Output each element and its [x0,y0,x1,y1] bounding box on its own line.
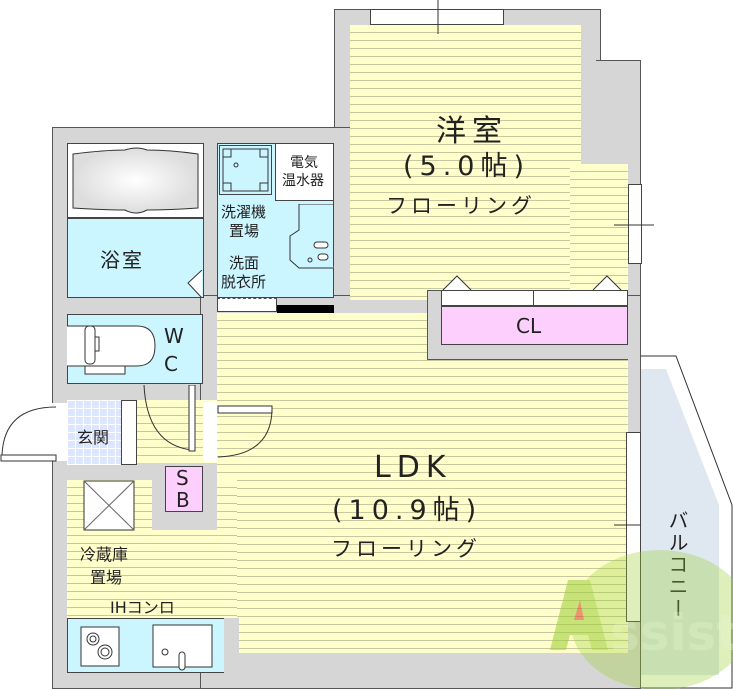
water-heater-label-2: 温水器 [282,173,324,189]
fridge-space-icon [83,480,135,531]
window-right-mark [614,224,654,226]
floor-western-room [350,25,581,300]
window-right [628,184,642,264]
window-top-mark [437,0,439,34]
water-heater [275,143,334,201]
washroom-label-3: 洗面 [229,254,260,272]
bathroom-door-icon [187,270,203,298]
ldk-size: (10.9帖) [332,495,483,526]
floor-western-room-ext [570,164,628,300]
water-heater-label-1: 電気 [290,155,318,171]
washroom-label-4: 脱衣所 [221,273,267,291]
floor-ldk [217,313,628,653]
stove-label: IHコンロ [110,598,175,617]
ldk-floor: フローリング [331,537,481,561]
toilet-door-icon[interactable] [137,385,197,455]
ldk-door-icon[interactable] [203,400,273,462]
shoe-box-label-1: S [176,466,189,490]
ldk-door-opening [203,402,217,462]
entrance-opening [52,403,67,461]
counter-end [224,618,239,673]
toilet-icon [67,325,156,375]
entrance-label: 玄関 [77,428,110,447]
entrance-step [121,400,137,465]
washroom-door-sliding[interactable] [217,298,277,312]
kitchen-sink-icon[interactable] [152,624,214,672]
entrance-door-icon[interactable] [0,405,60,463]
shoe-box-label-2: B [176,488,190,512]
bathtub-icon [72,147,199,214]
bathroom-label: 浴室 [100,248,144,272]
closet-door-arrow-left [442,275,472,291]
washing-machine-icon [222,148,269,192]
western-room-floor: フローリング [386,194,536,218]
ldk-window-right [626,432,641,622]
window-top [370,9,504,25]
shoe-box [165,466,203,512]
closet-doors[interactable] [441,290,628,306]
closet-label: CL [516,314,542,338]
washroom-label-2: 置場 [229,222,260,240]
closet-door-arrow-right [592,275,622,291]
balcony-outline [641,355,733,689]
washroom-label-1: 洗濯機 [221,203,267,221]
assist-watermark: ssist [550,550,733,689]
fridge-label-2: 置場 [90,568,123,587]
entrance [67,400,121,465]
western-room-label: 洋室 [436,114,508,149]
closet [441,306,628,345]
washroom-door-panel[interactable] [277,305,334,313]
fridge-label-1: 冷蔵庫 [80,545,129,564]
toilet-label-2: C [164,352,182,376]
ih-stove-icon[interactable] [80,626,120,668]
toilet-label-1: W [164,324,188,348]
svg-text:ssist: ssist [610,604,733,662]
closet-door-divider [533,290,534,306]
bathroom [67,218,204,298]
balcony-label: バルコニー [663,510,692,620]
western-room-size: (5.0帖) [403,151,531,182]
ldk-label: LDK [374,450,452,485]
sink-icon [289,204,334,269]
